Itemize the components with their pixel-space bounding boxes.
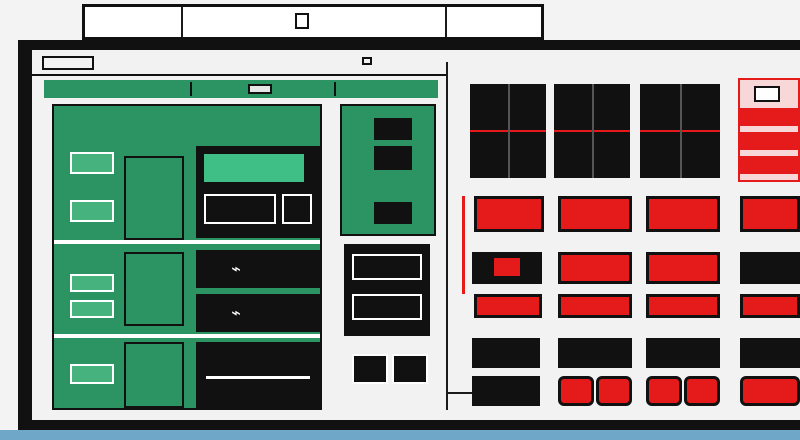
label-tile-2[interactable] — [558, 196, 632, 232]
bottom-button-2[interactable] — [596, 376, 632, 406]
left-panel: ⌁ ⌁ — [52, 104, 322, 410]
toolbar-strip — [44, 80, 438, 98]
grid-tile-2-rule-v — [592, 84, 594, 178]
display-panel — [196, 146, 320, 238]
mixed2-tile-2[interactable] — [558, 294, 632, 318]
lower-tile-3[interactable] — [558, 338, 632, 368]
row-1-glyph: ⌁ — [231, 258, 241, 278]
shelf-col-3 — [124, 342, 184, 408]
top-right-item-1[interactable] — [740, 108, 800, 126]
mixed-tile-1-swatch — [494, 258, 520, 276]
middle-icon-3[interactable] — [374, 202, 412, 224]
row-2[interactable]: ⌁ — [196, 294, 320, 332]
top-right-panel — [738, 78, 800, 182]
middle-icon-1[interactable] — [374, 118, 412, 140]
middle-button-2[interactable] — [392, 354, 428, 384]
item-1[interactable] — [70, 152, 114, 174]
item-3[interactable] — [70, 274, 114, 292]
grid-tile-3-rule-v — [680, 84, 682, 178]
item-5[interactable] — [70, 364, 114, 384]
middle-icon-2[interactable] — [374, 146, 412, 170]
middle-grid-panel — [344, 244, 430, 336]
middle-panel — [340, 104, 436, 236]
toolbar-button[interactable] — [248, 84, 272, 94]
grid-tile-2[interactable] — [554, 84, 630, 178]
window-control-icon[interactable] — [42, 56, 94, 70]
header-divider-2 — [445, 7, 447, 37]
window-titlebar — [32, 50, 446, 76]
mixed-tile-3[interactable] — [646, 252, 720, 284]
label-tile-3[interactable] — [646, 196, 720, 232]
top-right-item-3[interactable] — [740, 156, 800, 174]
bottom-button-1[interactable] — [558, 376, 594, 406]
red-rule — [462, 196, 465, 294]
top-right-icon[interactable] — [754, 86, 780, 102]
bottom-button-3[interactable] — [646, 376, 682, 406]
display-input[interactable] — [204, 194, 276, 224]
grid-tile-3[interactable] — [640, 84, 720, 178]
toolbar-segment-divider — [190, 82, 192, 96]
top-right-item-2[interactable] — [740, 132, 800, 150]
section-divider — [54, 240, 320, 244]
lower-tile-1[interactable] — [472, 338, 540, 368]
section-divider-2 — [54, 334, 320, 338]
toolbar-segment-divider-2 — [334, 82, 336, 96]
lower-tile-5[interactable] — [740, 338, 800, 368]
item-4[interactable] — [70, 300, 114, 318]
row-3-line — [206, 376, 310, 379]
mixed-tile-2[interactable] — [558, 252, 632, 284]
lower-tile-4[interactable] — [646, 338, 720, 368]
mixed2-tile-4[interactable] — [740, 294, 800, 318]
label-tile-1[interactable] — [474, 196, 544, 232]
mixed-tile-4[interactable] — [740, 252, 800, 284]
header-divider — [181, 7, 183, 37]
middle-grid-cell-1[interactable] — [352, 254, 422, 280]
display-bar — [204, 154, 304, 182]
header-icon[interactable] — [295, 13, 309, 29]
mixed-tile-1[interactable] — [472, 252, 542, 284]
middle-grid-cell-2[interactable] — [352, 294, 422, 320]
window-handle-icon[interactable] — [362, 57, 372, 65]
bottom-button-4[interactable] — [684, 376, 720, 406]
bottom-button-5[interactable] — [740, 376, 800, 406]
header-bar — [82, 4, 544, 40]
connector-line — [446, 392, 472, 394]
grid-tile-1-rule-v — [508, 84, 510, 178]
shelf-col-2 — [124, 252, 184, 326]
row-2-glyph: ⌁ — [231, 302, 241, 322]
row-1[interactable]: ⌁ — [196, 250, 320, 288]
lower-tile-2[interactable] — [472, 376, 540, 406]
item-2[interactable] — [70, 200, 114, 222]
pane-divider — [446, 62, 448, 410]
shelf-col-1 — [124, 156, 184, 240]
mixed2-tile-1[interactable] — [474, 294, 542, 318]
label-tile-4[interactable] — [740, 196, 800, 232]
monitor-stand — [0, 430, 800, 440]
row-3[interactable] — [196, 342, 320, 410]
middle-button-1[interactable] — [352, 354, 388, 384]
mixed2-tile-3[interactable] — [646, 294, 720, 318]
grid-tile-1[interactable] — [470, 84, 546, 178]
display-button[interactable] — [282, 194, 312, 224]
